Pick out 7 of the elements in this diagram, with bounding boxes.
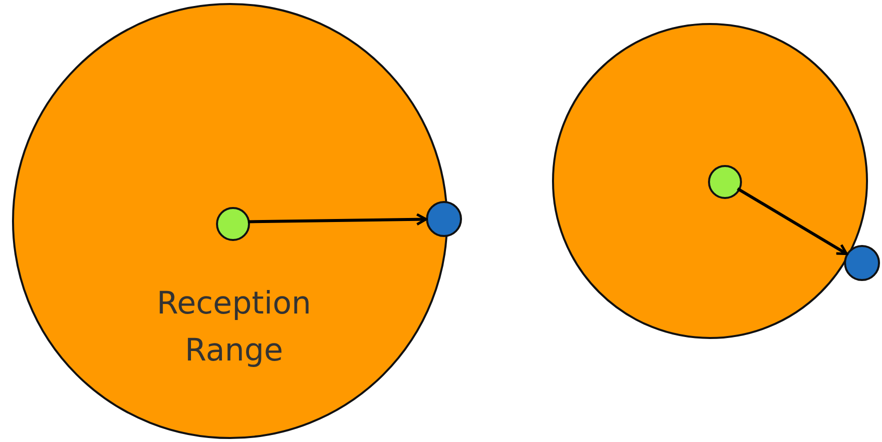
arrow bbox=[736, 187, 848, 256]
arrow bbox=[248, 213, 428, 226]
range-label: Reception Range bbox=[156, 284, 312, 370]
sender-dot bbox=[708, 165, 742, 199]
receiver-dot bbox=[426, 201, 462, 237]
receiver-dot bbox=[844, 245, 880, 281]
sender-dot bbox=[216, 207, 250, 241]
